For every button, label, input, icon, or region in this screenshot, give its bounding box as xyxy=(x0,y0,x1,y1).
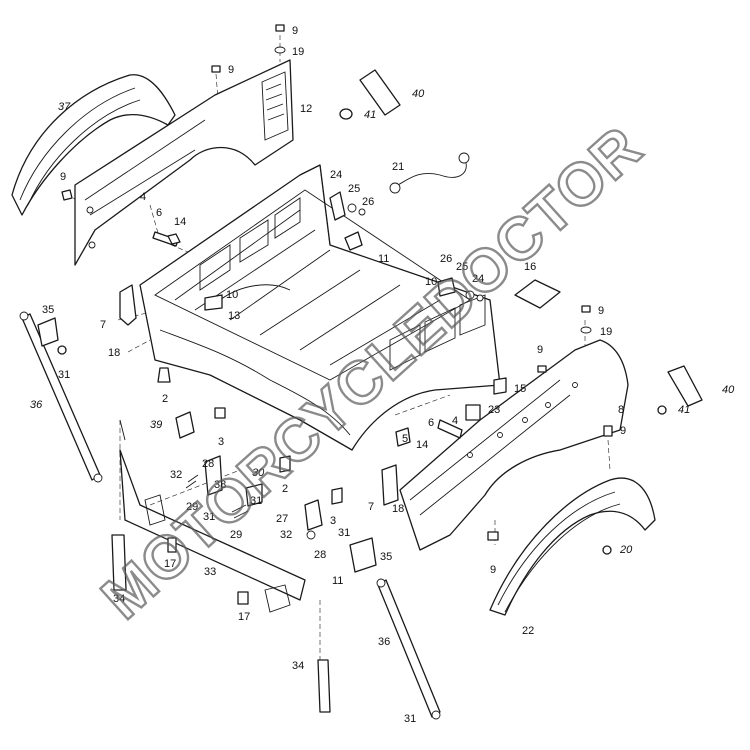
callout-31: 31 xyxy=(250,495,262,507)
callout-10: 10 xyxy=(226,289,238,301)
callout-34: 34 xyxy=(113,593,125,605)
callout-8: 8 xyxy=(618,404,624,416)
tailgate-cable xyxy=(389,152,470,194)
callout-41: 41 xyxy=(678,404,690,416)
callout-12: 12 xyxy=(300,103,312,115)
callout-31: 31 xyxy=(338,527,350,539)
callout-19: 19 xyxy=(600,326,612,338)
left-upper-fender-flare xyxy=(11,74,176,216)
callout-3: 3 xyxy=(218,436,224,448)
callout-31: 31 xyxy=(58,369,70,381)
callout-13: 13 xyxy=(228,310,240,322)
callout-34: 34 xyxy=(292,660,304,672)
callout-18: 18 xyxy=(392,503,404,515)
callout-7: 7 xyxy=(368,501,374,513)
callout-7: 7 xyxy=(100,319,106,331)
callout-9: 9 xyxy=(490,564,496,576)
callout-26: 26 xyxy=(440,253,452,265)
callout-4: 4 xyxy=(452,415,458,427)
callout-36: 36 xyxy=(30,399,43,411)
callout-11: 11 xyxy=(378,253,389,265)
callout-32: 32 xyxy=(170,469,182,481)
callout-5: 5 xyxy=(402,433,408,445)
callout-25: 25 xyxy=(456,261,468,273)
callout-labels: 9 19 9 12 37 40 41 9 21 24 25 26 4 6 14 … xyxy=(30,25,735,725)
left-reflector xyxy=(359,69,401,116)
callout-14: 14 xyxy=(174,216,186,228)
callout-2: 2 xyxy=(162,393,168,405)
callout-17: 17 xyxy=(164,558,176,570)
callout-16: 16 xyxy=(524,261,536,273)
callout-32: 32 xyxy=(280,529,292,541)
callout-19: 19 xyxy=(292,46,304,58)
callout-35: 35 xyxy=(380,551,392,563)
hardware xyxy=(37,24,667,713)
callout-23: 23 xyxy=(488,404,500,416)
callout-4: 4 xyxy=(140,191,146,203)
callout-9: 9 xyxy=(620,425,626,437)
callout-40: 40 xyxy=(722,384,735,396)
callout-24: 24 xyxy=(330,169,342,181)
callout-3: 3 xyxy=(330,515,336,527)
callout-29: 29 xyxy=(186,501,198,513)
callout-30: 30 xyxy=(252,467,265,479)
callout-17: 17 xyxy=(238,611,250,623)
callout-31: 31 xyxy=(404,713,416,725)
tailgate-frame xyxy=(119,419,306,613)
callout-9: 9 xyxy=(292,25,298,37)
callout-40: 40 xyxy=(412,88,425,100)
right-bed-side-panel xyxy=(399,339,629,551)
callout-11: 11 xyxy=(332,575,343,587)
callout-2: 2 xyxy=(282,483,288,495)
callout-29: 29 xyxy=(230,529,242,541)
callout-9: 9 xyxy=(228,64,234,76)
bed-mat xyxy=(514,279,561,309)
callout-33: 33 xyxy=(204,566,216,578)
right-gas-strut xyxy=(376,578,441,720)
callout-9: 9 xyxy=(598,305,604,317)
callout-6: 6 xyxy=(428,417,434,429)
left-gas-strut xyxy=(19,311,103,483)
callout-18: 18 xyxy=(108,347,120,359)
right-rear-fender-flare xyxy=(489,477,656,616)
callout-38: 38 xyxy=(214,479,226,491)
callout-10: 10 xyxy=(425,276,437,288)
callout-28: 28 xyxy=(202,458,214,470)
callout-14: 14 xyxy=(416,439,428,451)
right-reflector xyxy=(667,365,703,407)
callout-15: 15 xyxy=(514,383,526,395)
callout-36: 36 xyxy=(378,636,390,648)
callout-9: 9 xyxy=(60,171,66,183)
callout-41: 41 xyxy=(364,109,376,121)
callout-31: 31 xyxy=(203,511,215,523)
callout-21: 21 xyxy=(392,161,404,173)
callout-24: 24 xyxy=(472,273,484,285)
callout-22: 22 xyxy=(522,625,534,637)
callout-6: 6 xyxy=(156,207,162,219)
callout-37: 37 xyxy=(58,101,71,113)
callout-26: 26 xyxy=(362,196,374,208)
callout-27: 27 xyxy=(276,513,288,525)
callout-39: 39 xyxy=(150,419,162,431)
callout-28: 28 xyxy=(314,549,326,561)
callout-20: 20 xyxy=(619,544,633,556)
callout-25: 25 xyxy=(348,183,360,195)
callout-9: 9 xyxy=(537,344,543,356)
left-bed-side-panel xyxy=(74,59,294,266)
callout-35: 35 xyxy=(42,304,54,316)
